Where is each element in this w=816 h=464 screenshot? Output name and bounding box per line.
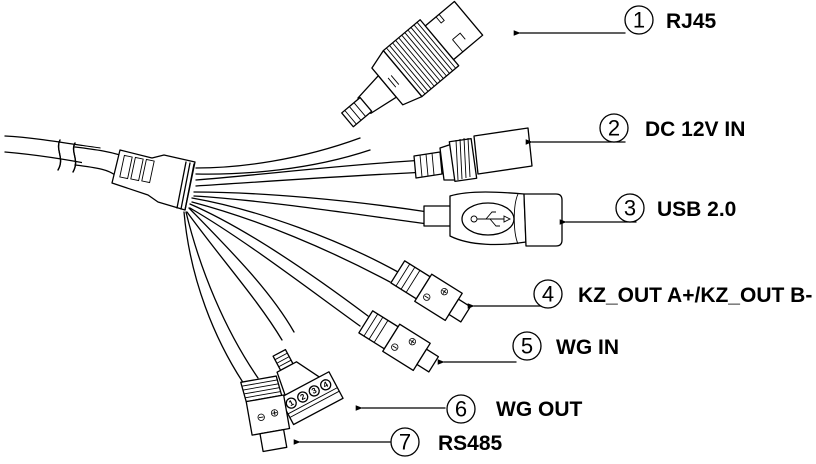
callout-label: KZ_OUT A+/KZ_OUT B- — [578, 284, 812, 307]
callout-number: 7 — [399, 430, 411, 455]
leader-lines — [293, 30, 637, 445]
callout-label: DC 12V IN — [645, 118, 745, 141]
callout-number: 6 — [455, 397, 467, 422]
dc-power-connector — [413, 127, 533, 182]
callout-label: RS485 — [438, 432, 503, 455]
pin-label: 2 — [299, 392, 308, 402]
usb-connector — [423, 191, 563, 247]
callout-number: 3 — [624, 196, 636, 221]
callout-label: WG OUT — [496, 398, 582, 421]
callout-label: WG IN — [556, 336, 619, 359]
callout-label: RJ45 — [666, 10, 717, 33]
callout-3: 3 USB 2.0 — [615, 193, 736, 223]
callout-2: 2 DC 12V IN — [599, 113, 745, 143]
branch-cables — [183, 137, 429, 385]
pin-label: 4 — [322, 380, 331, 390]
pin-label: 3 — [310, 386, 319, 396]
callout-label: USB 2.0 — [657, 198, 736, 221]
callout-4: 4 KZ_OUT A+/KZ_OUT B- — [533, 279, 812, 309]
rs485-connector: ⊖ ⊕ — [240, 375, 291, 453]
cable-boot — [111, 149, 196, 211]
callout-7: 7 RS485 — [390, 427, 503, 457]
callout-6: 6 WG OUT — [446, 394, 582, 424]
pin-label: 1 — [287, 398, 296, 408]
callout-number: 2 — [608, 116, 620, 141]
minus-symbol: ⊖ — [255, 410, 266, 424]
wg-in-connector: ⊕ ⊖ — [358, 310, 440, 373]
main-cable — [4, 135, 121, 176]
callout-number: 5 — [521, 334, 533, 359]
callout-number: 4 — [542, 282, 554, 307]
callout-number: 1 — [633, 8, 645, 33]
rj45-connector — [341, 0, 484, 128]
plus-symbol: ⊕ — [269, 406, 280, 420]
wg-out-terminal-block: 1 2 3 4 — [272, 348, 344, 426]
callout-5: 5 WG IN — [512, 331, 619, 361]
callout-1: 1 RJ45 — [624, 5, 717, 35]
kz-out-connector: ⊕ ⊖ — [390, 260, 472, 323]
